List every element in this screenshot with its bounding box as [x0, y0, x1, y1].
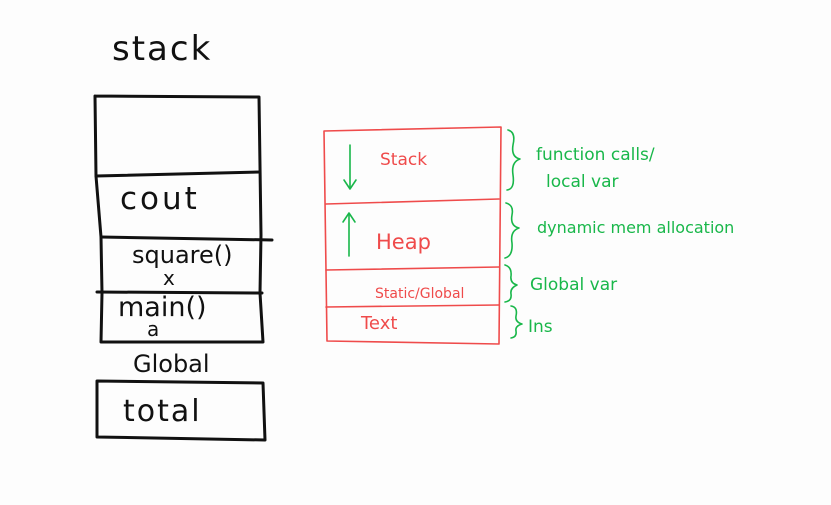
- frame-label: cout: [120, 181, 200, 217]
- frame-variable: a: [147, 317, 159, 341]
- segment-divider-2: [325, 266, 500, 271]
- brace-icon: [504, 264, 518, 303]
- arrow-up-icon: [342, 212, 356, 257]
- frame-variable: x: [163, 266, 175, 290]
- stack-divider-2: [99, 235, 274, 242]
- arrow-down-icon: [343, 144, 357, 190]
- segment-heap: Heap: [376, 230, 431, 254]
- annotation-braces: [504, 129, 523, 339]
- stack-divider-3: [95, 290, 264, 295]
- annotation-static: Global var: [530, 275, 617, 295]
- stack-title: stack: [112, 29, 212, 69]
- brace-icon: [504, 202, 520, 259]
- frame-label: main(): [118, 292, 207, 323]
- stack-frame-square: square() x: [132, 241, 233, 290]
- stack-column-outline: [93, 94, 265, 344]
- global-variable-box: total: [95, 379, 267, 442]
- segment-stack: Stack: [380, 150, 427, 170]
- global-box-outline: [95, 379, 267, 442]
- stack-frame-cout: cout: [120, 181, 200, 217]
- memory-layout-diagram: [323, 126, 502, 345]
- segment-text: Text: [360, 313, 397, 334]
- memory-outline: [323, 126, 502, 345]
- frame-label: square(): [132, 241, 233, 269]
- segment-divider-1: [325, 198, 500, 205]
- brace-icon: [506, 129, 521, 191]
- global-section-label: Global: [133, 350, 210, 378]
- global-variable-name: total: [123, 394, 202, 429]
- annotation-heap: dynamic mem allocation: [537, 218, 734, 237]
- annotation-stack-line2: local var: [546, 172, 618, 192]
- segment-static-global: Static/Global: [375, 286, 464, 302]
- segment-divider-3: [325, 304, 500, 308]
- annotation-stack-line1: function calls/: [536, 145, 655, 165]
- call-stack-diagram: [93, 94, 274, 344]
- stack-divider-1: [94, 170, 262, 178]
- brace-icon: [510, 305, 523, 339]
- stack-frame-main: main() a: [118, 292, 207, 341]
- annotation-text: Ins: [528, 317, 553, 337]
